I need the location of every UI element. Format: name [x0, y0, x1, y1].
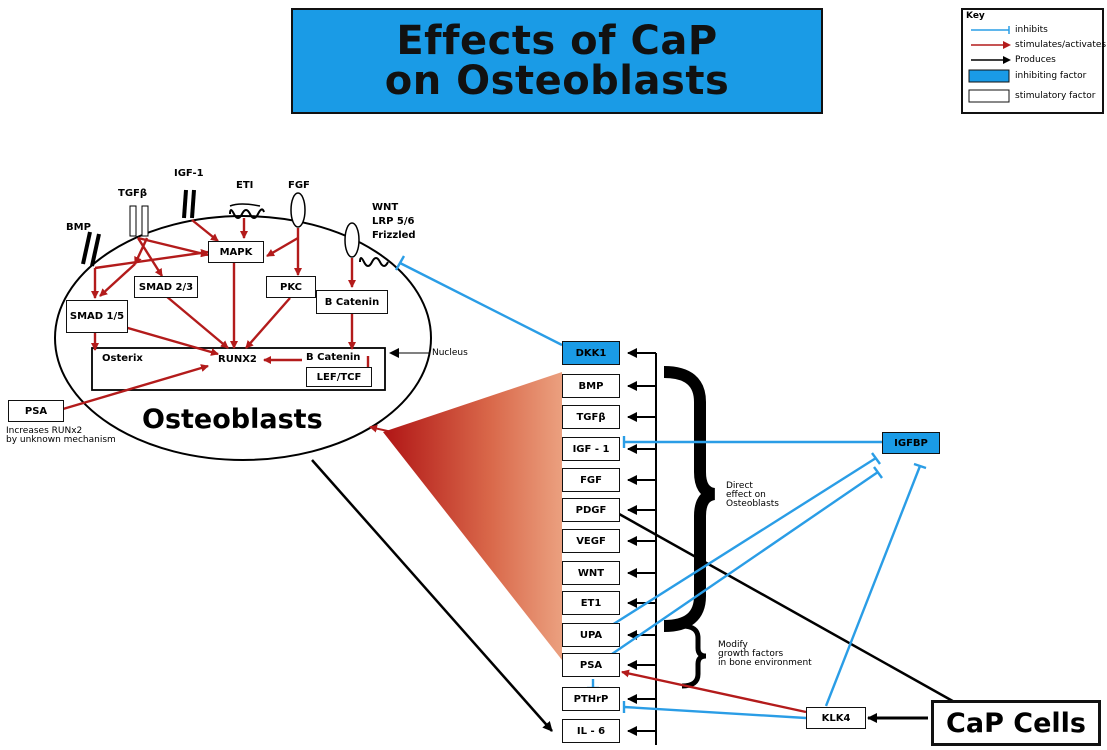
factor-pthrp: PTHrP — [562, 687, 620, 711]
nucleus-box — [91, 347, 386, 391]
bcatenin-nucleus-label: B Catenin — [306, 352, 361, 363]
psa-note-2: by unknown mechanism — [6, 435, 116, 445]
mapk-box: MAPK — [208, 241, 264, 263]
eti-receptor-icon — [229, 208, 265, 219]
influence-fan — [383, 372, 562, 660]
pkc-box: PKC — [266, 276, 316, 298]
lrp-receptor-icon — [344, 222, 360, 258]
title-line-2: on Osteoblasts — [384, 58, 730, 104]
bmp-receptor-icon — [81, 231, 101, 267]
osteoblast-cell — [54, 215, 432, 461]
frizzled-receptor-icon — [359, 257, 389, 267]
direct-label-3: Osteoblasts — [726, 499, 779, 509]
smad15-box: SMAD 1/5 — [66, 300, 128, 333]
factor-pdgf: PDGF — [562, 498, 620, 522]
factor-psa: PSA — [562, 653, 620, 677]
key-symbols — [968, 26, 1011, 103]
klk4-box: KLK4 — [806, 707, 866, 729]
frizzled-label: Frizzled — [372, 230, 416, 241]
direct-label-2: effect on — [726, 490, 766, 500]
bcatenin-box: B Catenin — [316, 290, 388, 314]
factor-dkk1: DKK1 — [562, 341, 620, 365]
factor-tgfb: TGFβ — [562, 405, 620, 429]
factor-bmp: BMP — [562, 374, 620, 398]
modify-label-2: growth factors — [718, 649, 784, 659]
psa-side-box: PSA — [8, 400, 64, 422]
direct-effect-brace — [663, 366, 716, 632]
factor-fgf: FGF — [562, 468, 620, 492]
nucleus-label: Nucleus — [432, 348, 468, 358]
psa-note-1: Increases RUNx2 — [6, 426, 83, 436]
key-produces: Produces — [1015, 55, 1056, 65]
factor-upa: UPA — [562, 623, 620, 647]
tgfb-label: TGFβ — [118, 188, 148, 199]
leftcf-box: LEF/TCF — [306, 367, 372, 387]
factor-il6: IL - 6 — [562, 719, 620, 743]
igf1-label: IGF-1 — [174, 168, 204, 179]
key-inhibits: inhibits — [1015, 25, 1048, 35]
factor-vegf: VEGF — [562, 529, 620, 553]
eti-label: ETI — [236, 180, 254, 191]
tgfb-receptor-icon — [129, 205, 149, 237]
key-stimulates: stimulates/activates — [1015, 40, 1107, 50]
fgf-receptor-icon — [290, 192, 306, 228]
osterix-label: Osterix — [102, 353, 143, 364]
modify-label-1: Modify — [718, 640, 748, 650]
key-heading: Key — [966, 11, 985, 21]
igf1-receptor-icon — [182, 189, 196, 219]
factor-igf1: IGF - 1 — [562, 437, 620, 461]
factor-wnt: WNT — [562, 561, 620, 585]
fgf-label: FGF — [288, 180, 310, 191]
legend-key: Key inhibits stimulates/activates Produc… — [961, 8, 1107, 114]
cap-cells-box: CaP Cells — [931, 700, 1101, 746]
lrp-label: LRP 5/6 — [372, 216, 415, 227]
wnt-label: WNT — [372, 202, 399, 213]
title-line-1: Effects of CaP — [396, 18, 718, 64]
igfbp-box: IGFBP — [882, 432, 940, 454]
title-banner: Effects of CaP on Osteoblasts — [291, 8, 823, 114]
modify-label-3: in bone environment — [718, 658, 812, 668]
smad23-box: SMAD 2/3 — [134, 276, 198, 298]
bmp-label: BMP — [66, 222, 91, 233]
runx2-label: RUNX2 — [218, 354, 257, 365]
direct-label-1: Direct — [726, 481, 753, 491]
modify-brace — [681, 623, 707, 689]
osteoblasts-label: Osteoblasts — [142, 404, 323, 435]
key-stimulatory-factor: stimulatory factor — [1015, 91, 1096, 101]
key-inhibiting-factor: inhibiting factor — [1015, 71, 1087, 81]
factor-et1: ET1 — [562, 591, 620, 615]
